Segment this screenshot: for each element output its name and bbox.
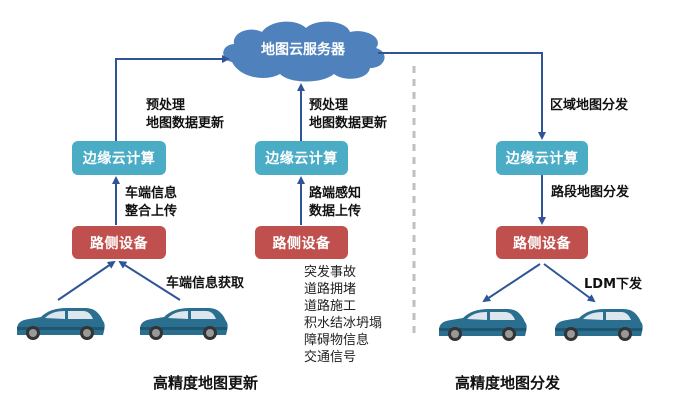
section-title-distribute: 高精度地图分发 xyxy=(455,374,561,392)
label-line: 车端信息 xyxy=(125,186,178,201)
arrow-left-edge-to-cloud xyxy=(115,55,230,141)
left-edge-computing-box: 边缘云计算 xyxy=(72,141,166,175)
label-line: 整合上传 xyxy=(125,204,178,219)
left-edge-up-label: 车端信息 整合上传 xyxy=(125,185,177,221)
label-line: 地图数据更新 xyxy=(146,116,225,131)
car-icon xyxy=(140,308,228,340)
left-roadside-device-box: 路侧设备 xyxy=(72,226,166,259)
mid-roadside-device-box: 路侧设备 xyxy=(255,226,348,259)
arrow-road-to-car3 xyxy=(482,263,541,303)
car-icon xyxy=(439,309,527,341)
sensed-item: 道路拥堵 xyxy=(304,282,357,297)
arrow-cloud-to-right-edge xyxy=(378,52,546,140)
section-title-update: 高精度地图更新 xyxy=(153,374,259,392)
cloud-server-label: 地图云服务器 xyxy=(261,42,345,58)
arrow-car2-to-road xyxy=(118,260,181,301)
car-icon xyxy=(17,308,105,340)
left-up-to-cloud-label: 预处理 地图数据更新 xyxy=(146,97,224,133)
right-roadside-device-box: 路侧设备 xyxy=(496,226,588,259)
regional-map-distribute-label: 区域地图分发 xyxy=(550,98,629,113)
mid-up-to-cloud-label: 预处理 地图数据更新 xyxy=(309,97,387,133)
car-info-acquire-label: 车端信息获取 xyxy=(166,276,245,291)
label-line: 预处理 xyxy=(309,98,349,113)
sensed-item: 突发事故 xyxy=(304,265,357,280)
mid-edge-computing-box: 边缘云计算 xyxy=(255,141,348,175)
sensed-item: 道路施工 xyxy=(304,299,357,314)
sensed-item: 障碍物信息 xyxy=(304,333,370,348)
car-icon xyxy=(555,309,643,341)
segment-map-distribute-label: 路段地图分发 xyxy=(551,185,630,200)
sensed-items-list: 突发事故 道路拥堵 道路施工 积水结冰坍塌 障碍物信息 交通信号 xyxy=(304,264,382,366)
arrow-car1-to-road xyxy=(57,260,116,301)
sensed-item: 积水结冰坍塌 xyxy=(304,316,383,331)
label-line: 路端感知 xyxy=(309,186,362,201)
sensed-item: 交通信号 xyxy=(304,350,357,365)
right-edge-computing-box: 边缘云计算 xyxy=(496,141,588,175)
cloud-icon xyxy=(223,21,385,82)
ldm-distribute-label: LDM下发 xyxy=(584,277,643,292)
arrow-road-to-car4 xyxy=(543,263,596,303)
label-line: 数据上传 xyxy=(309,204,362,219)
label-line: 地图数据更新 xyxy=(309,116,388,131)
label-line: 预处理 xyxy=(146,98,186,113)
mid-edge-up-label: 路端感知 数据上传 xyxy=(309,185,361,221)
